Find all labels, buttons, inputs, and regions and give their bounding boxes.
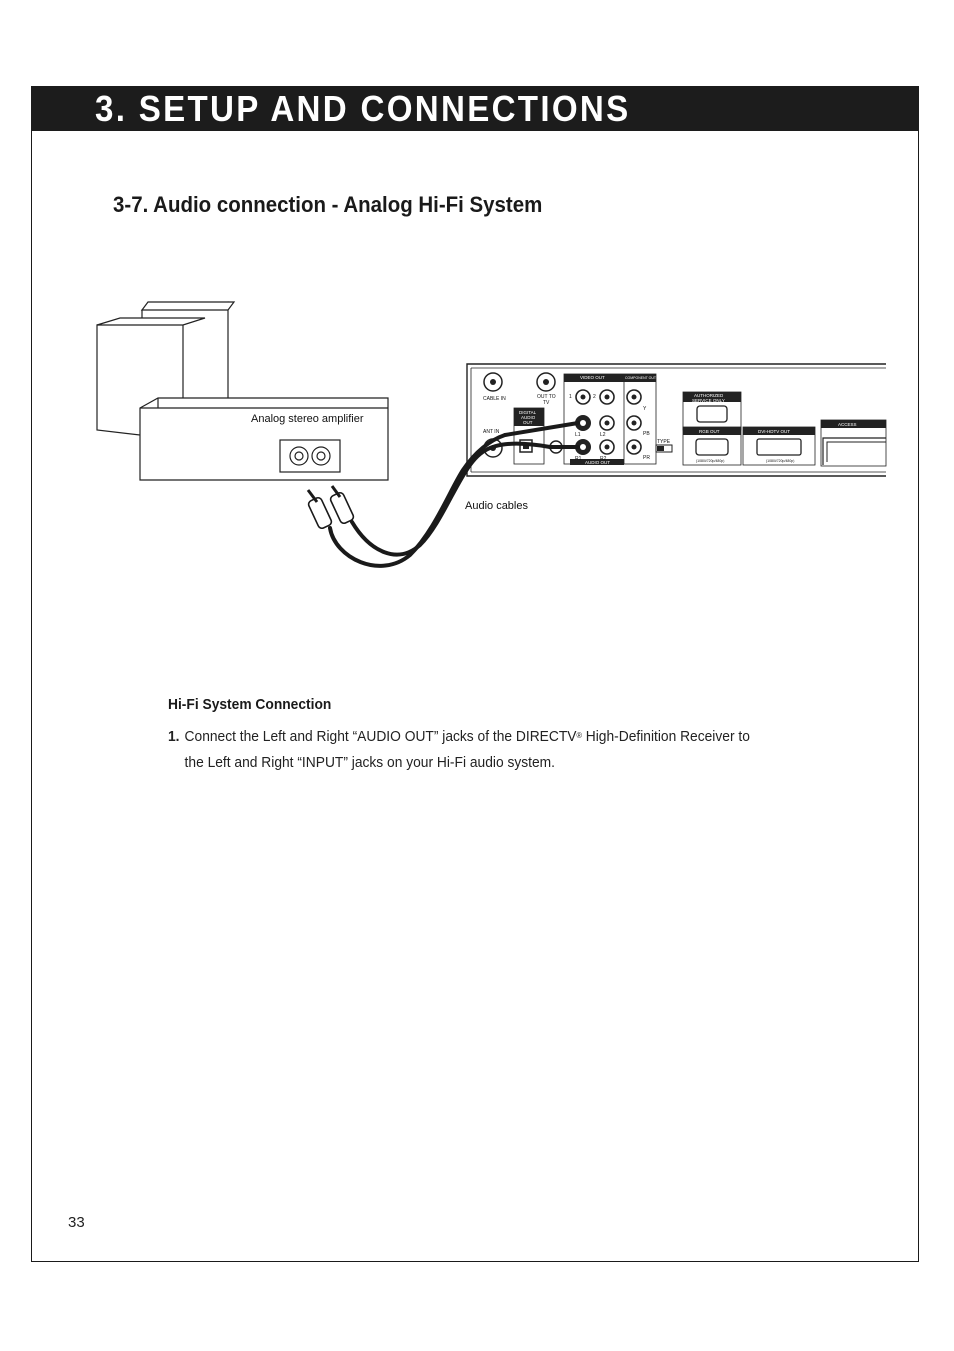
l1-label: L1 (575, 432, 581, 438)
out-to-tv-label-2: TV (543, 400, 550, 406)
r1-label: R1 (575, 456, 582, 462)
rgb-sub-label: (1080i/720p/480p) (696, 459, 724, 463)
dvi-sub-label: (1080i/720p/480p) (766, 459, 794, 463)
connection-diagram-svg: Analog stereo amplifier (96, 301, 887, 568)
page-title: 3. SETUP AND CONNECTIONS (95, 88, 631, 129)
audio-cables (328, 421, 580, 568)
amplifier-icon (139, 397, 389, 481)
header-bar: 3. SETUP AND CONNECTIONS (31, 86, 919, 131)
video-out-label: VIDEO OUT (580, 375, 605, 380)
pr-label: PR (643, 455, 650, 461)
step-number: 1. (168, 728, 180, 745)
section-heading: 3-7. Audio connection - Analog Hi-Fi Sys… (113, 192, 543, 217)
rgb-out-label: RGB OUT (699, 429, 720, 434)
page-frame (31, 86, 919, 1262)
step-text-a: Connect the Left and Right “AUDIO OUT” j… (184, 728, 577, 745)
digital-audio-label-2: AUDIO (521, 415, 536, 420)
type-label: TYPE (657, 439, 671, 445)
step-text: Connect the Left and Right “AUDIO OUT” j… (168, 724, 757, 776)
out-to-tv-label: OUT TO (537, 394, 556, 400)
instructions-heading: Hi-Fi System Connection (168, 696, 332, 713)
r2-label: R2 (600, 456, 607, 462)
y-label: Y (643, 406, 647, 412)
authorized-label: AUTHORIZED (694, 393, 724, 398)
step-text-b: High-Definition Receiver to the Left and… (184, 728, 750, 771)
instruction-step: 1. Connect the Left and Right “AUDIO OUT… (168, 724, 757, 776)
cables-label: Audio cables (465, 500, 528, 512)
component-out-label: COMPONENT OUT (625, 376, 657, 380)
video-1-label: 1 (569, 394, 572, 400)
speaker-icon (96, 301, 236, 441)
service-only-label: SERVICE ONLY (692, 398, 725, 403)
cable-in-label: CABLE IN (483, 396, 506, 402)
access-label: ACCESS (838, 422, 857, 427)
digital-audio-label: DIGITAL (519, 410, 537, 415)
audio-out-label: AUDIO OUT (585, 460, 610, 465)
l2-label: L2 (600, 432, 606, 438)
video-2-label: 2 (593, 394, 596, 400)
amplifier-label: Analog stereo amplifier (251, 413, 364, 425)
pb-label: PB (643, 431, 650, 437)
digital-audio-label-3: OUT (523, 420, 533, 425)
registered-mark: ® (576, 731, 582, 740)
rca-plug-icon (306, 485, 355, 530)
dvi-out-label: DVI-HDTV OUT (758, 429, 790, 434)
ant-in-label: ANT IN (483, 429, 500, 435)
page-number: 33 (68, 1214, 85, 1231)
connection-diagram: Analog stereo amplifier (80, 290, 890, 590)
